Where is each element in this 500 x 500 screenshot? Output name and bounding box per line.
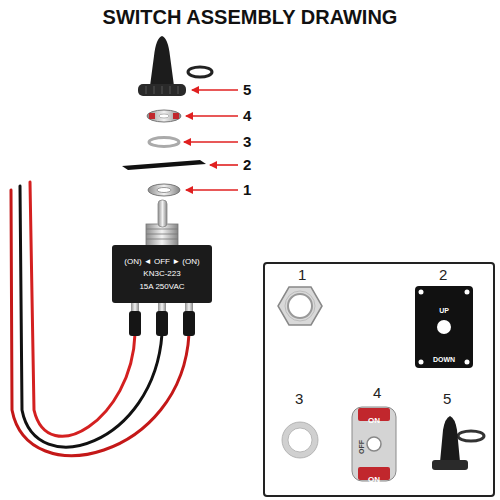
inset-hex-nut [278,287,322,325]
callout-number: 2 [243,156,251,173]
title-wrap: SWITCH ASSEMBLY DRAWING [0,6,500,29]
terminals [129,302,195,336]
callout-wrap: 4 [243,107,251,125]
callout-wrap: 1 [243,181,251,199]
text-wrap: 5 [443,390,451,408]
callout-arrows [184,90,238,190]
callout-number: 3 [243,133,251,150]
center-hole [367,437,381,451]
callout-number: 4 [243,107,251,124]
screw-hole [419,360,424,365]
callout-wrap: 2 [243,156,251,174]
text-wrap: 3 [295,390,303,408]
callout-wrap: 3 [243,133,251,151]
red-wire [30,182,135,436]
node-text: 2 [439,266,447,283]
diagram-title: SWITCH ASSEMBLY DRAWING [103,6,398,28]
callout-number: 5 [243,81,251,98]
node-text: UP [439,307,449,314]
label-plate: UP DOWN [415,286,473,368]
text-wrap: 2 [439,266,447,284]
node-text: 5 [443,390,451,407]
node-text: 15A 250VAC [139,282,184,291]
screw-hole [465,360,470,365]
node-text: 3 [295,390,303,407]
node-text: ON [368,416,380,425]
parts-inset-box: 1 2 3 4 5 UP DOWN ON OFF ON [263,262,495,497]
switch-body: (ON) ◄ OFF ► (ON) KN3C-223 15A 250VAC [112,245,212,303]
node-text: DOWN [433,356,455,363]
node-text: KN3C-223 [143,269,180,278]
text-wrap: DOWN [415,348,473,366]
text-wrap: 4 [373,384,381,402]
screw-hole [419,290,424,295]
text-wrap: ON [351,409,397,427]
mount-hole [437,320,451,334]
node-text: 1 [298,266,306,283]
plate-outline [415,286,473,368]
rubber-boot [138,36,212,96]
red-wire [11,190,189,456]
screw-hole [465,290,470,295]
node-text: OFF [358,440,365,454]
text-wrap: ON [351,468,397,486]
hex-nut [148,184,180,196]
node-text: ON [368,475,380,484]
plate-body [352,407,396,481]
on-off-plate: ON OFF ON [351,406,397,482]
washer [149,138,179,147]
node-text: (ON) ◄ OFF ► (ON) [124,257,199,266]
wires [11,182,189,456]
toggle-lever [146,200,178,247]
text-wrap: 1 [298,266,306,284]
inset-rubber-boot [432,416,484,470]
node-text: 4 [373,384,381,401]
callout-number: 1 [243,181,251,198]
text-wrap: UP [415,299,473,317]
on-off-plate-small [147,110,181,122]
black-wire [20,186,162,447]
callout-wrap: 5 [243,81,251,99]
label-plate-side [122,160,206,170]
text-wrap: OFF [350,439,368,455]
inset-washer [282,422,318,458]
